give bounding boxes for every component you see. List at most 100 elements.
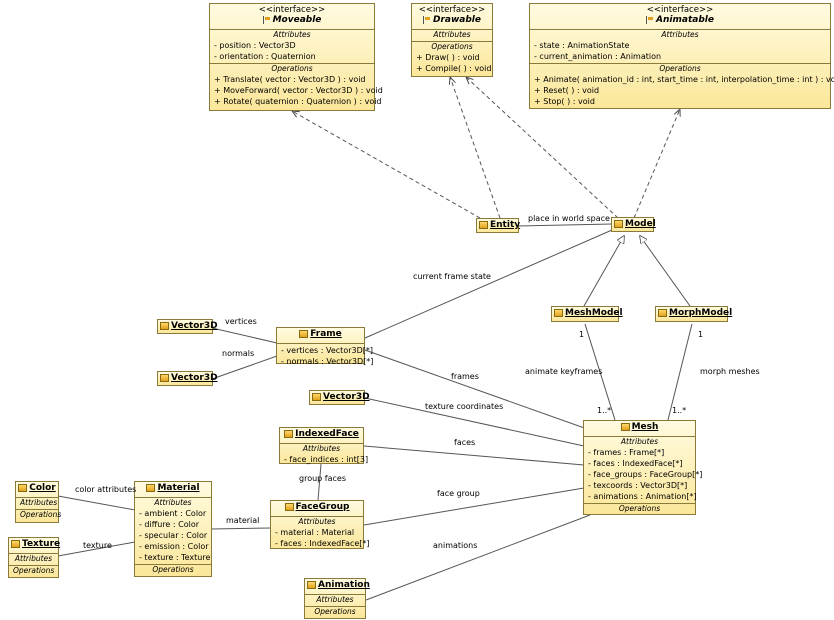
label-place-in-world-space: place in world space [528, 214, 610, 223]
color-material-association [57, 495, 136, 511]
class-icon [614, 220, 623, 228]
mesh-attributes-header: Attributes [620, 437, 659, 446]
meshmodel-class[interactable]: MeshModel [551, 306, 623, 322]
class-icon [658, 309, 667, 317]
drawable-attributes-header: Attributes [433, 30, 471, 39]
vector3d-frame-vertices [211, 327, 278, 344]
label-animate-keyframes: animate keyframes [525, 367, 603, 376]
indexedface-class[interactable]: IndexedFace Attributes - face_indices : … [279, 427, 369, 464]
mesh-class[interactable]: Mesh Attributes - frames : Frame[*] - fa… [583, 420, 703, 515]
mesh-operations-header: Operations [618, 504, 661, 513]
material-attributes-header: Attributes [154, 498, 192, 507]
moveable-attribute: - position : Vector3D [214, 41, 296, 50]
frame-attribute: - vertices : Vector3D[*] [281, 346, 373, 355]
label-face-group: face group [437, 489, 480, 498]
interface-icon [262, 16, 271, 24]
mesh-name: Mesh [631, 422, 659, 432]
drawable-operation: + Compile( ) : void [416, 64, 492, 73]
entity-realizes-drawable [450, 77, 501, 219]
vector3d-class[interactable]: Vector3D [157, 371, 218, 386]
drawable-operations-header: Operations [431, 42, 473, 51]
label-multiplicity: 1..* [672, 406, 687, 415]
drawable-operation: + Draw( ) : void [416, 53, 480, 62]
meshmodel-mesh-association [584, 323, 616, 421]
indexedface-mesh-association [363, 445, 585, 466]
class-icon [160, 374, 169, 382]
class-icon [18, 484, 28, 492]
morphmodel-class[interactable]: MorphModel [655, 306, 732, 322]
meshmodel-name: MeshModel [565, 308, 623, 318]
material-attribute: - emission : Color [139, 542, 209, 551]
model-realizes-animatable [633, 109, 680, 219]
facegroup-class[interactable]: FaceGroup Attributes - material : Materi… [270, 500, 370, 549]
drawable-stereotype: <<interface>> [418, 5, 486, 15]
mesh-attribute: - frames : Frame[*] [588, 448, 665, 457]
animation-name: Animation [318, 580, 370, 590]
label-frames: frames [451, 372, 479, 381]
entity-model-association [517, 223, 613, 227]
entity-class[interactable]: Entity [476, 218, 521, 233]
class-icon [11, 540, 20, 548]
indexedface-attribute: - face_indices : int[3] [284, 455, 369, 464]
animatable-attributes-header: Attributes [661, 30, 699, 39]
vector3d-name: Vector3D [171, 321, 218, 331]
frame-name: Frame [310, 329, 342, 339]
material-class[interactable]: Material Attributes - ambient : Color - … [134, 481, 212, 577]
label-material: material [226, 516, 260, 525]
label-multiplicity: 1 [698, 330, 704, 339]
class-icon [312, 393, 321, 401]
vector3d-class[interactable]: Vector3D [157, 319, 218, 334]
material-attribute: - specular : Color [139, 531, 208, 540]
label-vertices: vertices [225, 317, 257, 326]
moveable-attribute: - orientation : Quaternion [214, 52, 316, 61]
animatable-operations-header: Operations [659, 64, 701, 73]
class-icon [479, 221, 488, 229]
mesh-attribute: - face_groups : FaceGroup[*] [588, 470, 703, 479]
entity-name: Entity [490, 220, 521, 230]
color-attributes-header: Attributes [20, 498, 58, 507]
mesh-attribute: - animations : Animation[*] [588, 492, 697, 501]
vector3d-class[interactable]: Vector3D [309, 390, 370, 405]
label-current-frame-state: current frame state [413, 272, 491, 281]
animatable-interface[interactable]: <<interface>> Animatable Attributes - st… [529, 3, 834, 109]
facegroup-mesh-association [363, 487, 585, 526]
mesh-attribute: - texcoords : Vector3D[*] [588, 481, 688, 490]
animation-operations-header: Operations [314, 607, 356, 616]
animation-class[interactable]: Animation Attributes Operations [304, 578, 370, 619]
label-animations: animations [433, 541, 478, 550]
moveable-operations-header: Operations [271, 64, 313, 73]
class-icon [284, 430, 294, 438]
drawable-interface[interactable]: <<interface>> Drawable Attributes Operat… [411, 3, 493, 77]
animatable-stereotype: <<interface>> [646, 5, 714, 15]
mesh-attribute: - faces : IndexedFace[*] [588, 459, 683, 468]
interface-icon [422, 16, 431, 24]
facegroup-attribute: - faces : IndexedFace[*] [275, 539, 370, 548]
indexedface-name: IndexedFace [295, 429, 359, 439]
material-operations-header: Operations [152, 565, 194, 574]
label-morph-meshes: morph meshes [700, 367, 760, 376]
animatable-operation: + Stop( ) : void [534, 97, 595, 106]
model-name: Model [625, 219, 656, 229]
model-class[interactable]: Model [611, 217, 656, 232]
label-normals: normals [222, 349, 255, 358]
material-name: Material [157, 483, 200, 493]
drawable-name: Drawable [432, 15, 481, 25]
material-attribute: - ambient : Color [139, 509, 207, 518]
facegroup-attributes-header: Attributes [298, 517, 336, 526]
moveable-operation: + MoveForward( vector : Vector3D ) : voi… [214, 86, 383, 95]
morphmodel-extends-model [640, 236, 691, 307]
color-class[interactable]: Color Attributes Operations [15, 481, 61, 523]
morphmodel-name: MorphModel [669, 308, 733, 318]
frame-class[interactable]: Frame - vertices : Vector3D[*] - normals… [276, 327, 373, 366]
moveable-stereotype: <<interface>> [258, 5, 326, 15]
animatable-attribute: - current_animation : Animation [534, 52, 662, 61]
texture-class[interactable]: Texture Attributes Operations [8, 537, 60, 578]
animation-attributes-header: Attributes [316, 595, 354, 604]
moveable-interface[interactable]: <<interface>> Moveable Attributes - posi… [209, 3, 383, 111]
frame-mesh-association [364, 349, 591, 431]
indexedface-attributes-header: Attributes [302, 444, 341, 453]
interface-icon [646, 16, 654, 24]
facegroup-name: FaceGroup [295, 502, 350, 512]
